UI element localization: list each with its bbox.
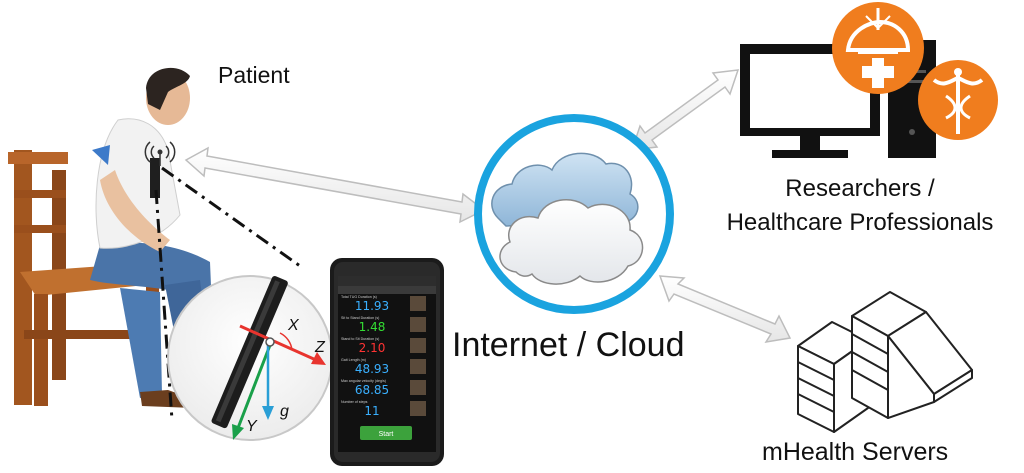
axis-y-label: Y [246, 418, 258, 435]
start-button-label: Start [379, 431, 394, 438]
axis-g-label: g [280, 403, 289, 420]
start-button[interactable] [360, 426, 412, 440]
arrow-patient-cloud [184, 146, 486, 224]
app-metric-label: Max angular velocity (deg/s) [341, 379, 386, 383]
app-metric-row: Total TUG Duration (s)11.93 [341, 295, 426, 313]
patient-label: Patient [218, 62, 290, 88]
app-metric-value: 1.48 [359, 320, 386, 334]
axis-x-label: X [287, 317, 300, 334]
app-metric-row: Sit to Stand Duration (s)1.48 [341, 316, 426, 334]
axis-z-label: Z [314, 339, 326, 356]
hospital-badge-icon [832, 2, 924, 94]
app-metric-label: Gait Length (m) [341, 358, 366, 362]
app-metric-label: Sit to Stand Duration (s) [341, 316, 379, 320]
app-metric-value: 68.85 [355, 383, 389, 397]
app-metric-icon [410, 317, 426, 332]
servers-label: mHealth Servers [762, 438, 949, 466]
caduceus-badge-icon [918, 60, 998, 140]
cloud-icon [474, 114, 674, 314]
researchers-label-line1: Researchers / [785, 175, 935, 202]
app-metric-label: Number of steps [341, 400, 368, 404]
app-metric-label: Total TUG Duration (s) [341, 295, 377, 299]
wireless-sensor-icon [144, 141, 176, 166]
app-metric-icon [410, 296, 426, 311]
sensor-magnifier: X Z g Y [167, 275, 333, 441]
app-metric-value: 2.10 [359, 341, 386, 355]
app-metric-value: 48.93 [355, 362, 389, 376]
app-metric-row: Max angular velocity (deg/s)68.85 [341, 379, 426, 397]
arrow-cloud-researchers [630, 69, 740, 151]
app-metric-icon [410, 401, 426, 416]
app-metric-row: Gait Length (m)48.93 [341, 358, 426, 376]
researchers-label-line2: Healthcare Professionals [726, 209, 994, 236]
servers-icon [797, 291, 973, 433]
arrow-cloud-servers [658, 275, 792, 344]
app-metric-row: Stand to Sit Duration (s)2.10 [341, 337, 426, 355]
app-metric-value: 11 [364, 404, 379, 418]
zoom-lines [154, 166, 301, 421]
app-metric-icon [410, 338, 426, 353]
app-metric-value: 11.93 [355, 299, 389, 313]
app-metric-label: Stand to Sit Duration (s) [341, 337, 379, 341]
researchers-label: Researchers / Healthcare Professionals [700, 172, 1020, 240]
app-metric-icon [410, 380, 426, 395]
cloud-label: Internet / Cloud [452, 326, 685, 364]
app-metric-icon [410, 359, 426, 374]
